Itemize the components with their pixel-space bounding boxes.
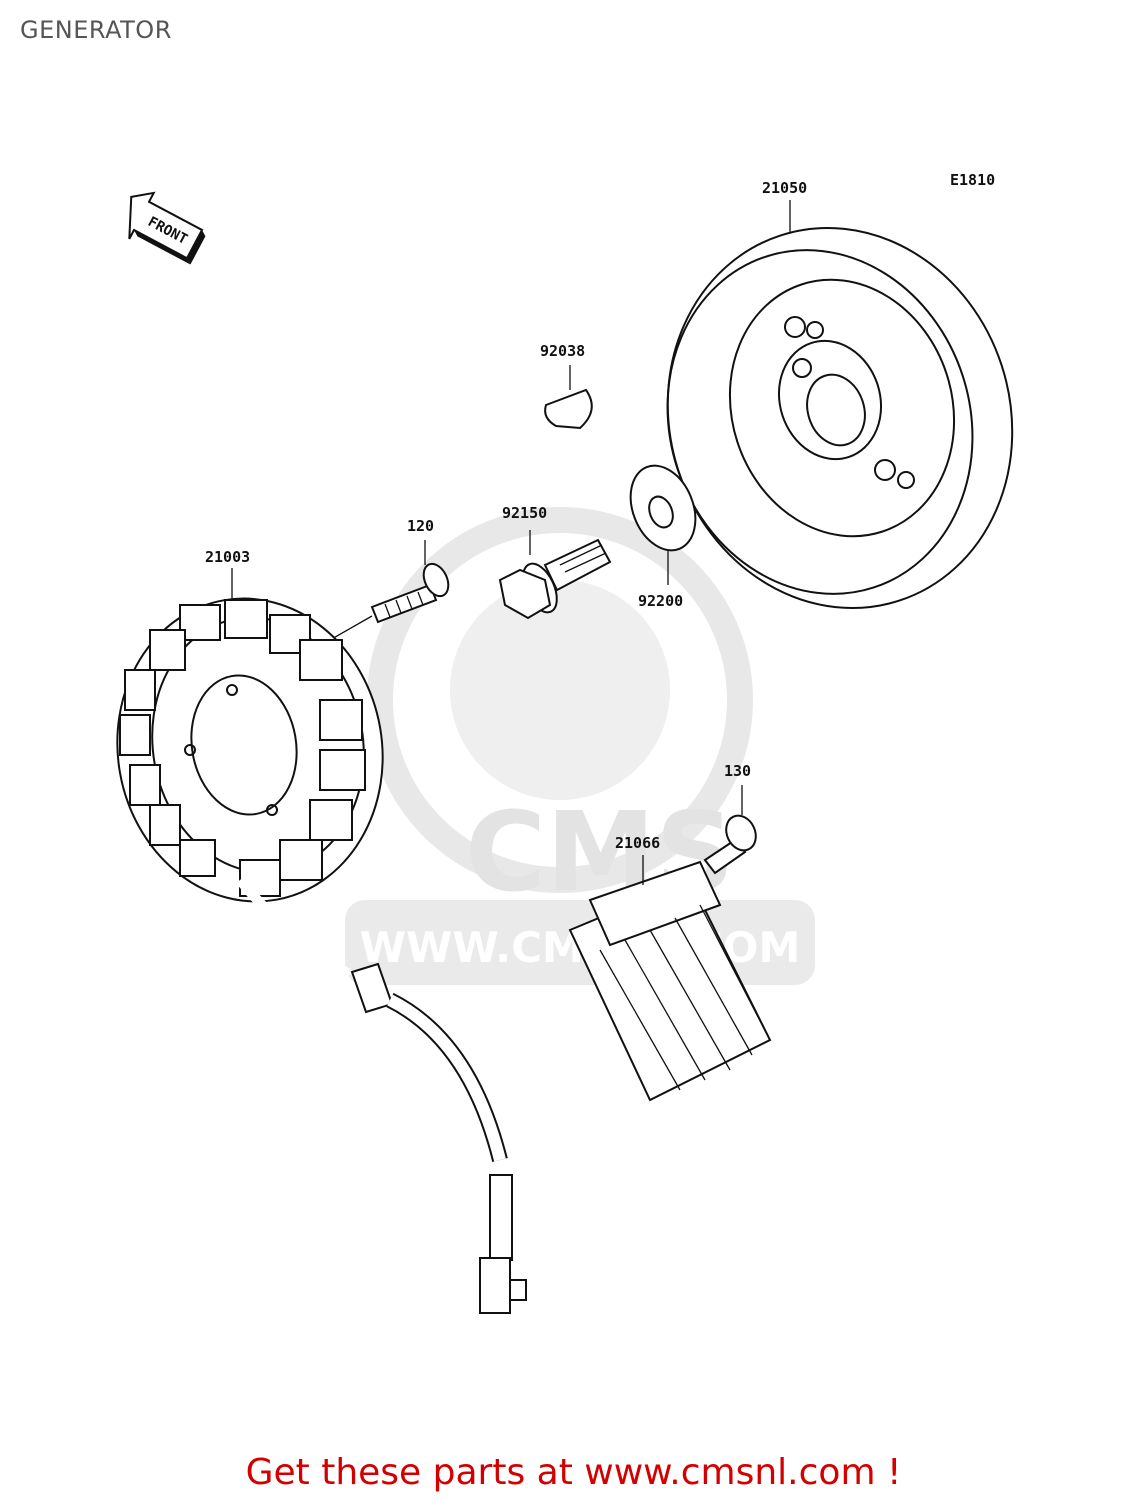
stator-wire-harness bbox=[236, 876, 527, 1314]
part-120-screw bbox=[329, 540, 450, 641]
callout-92150: 92150 bbox=[502, 504, 547, 522]
part-92150-bolt bbox=[498, 530, 612, 620]
reference-code: E1810 bbox=[950, 171, 995, 189]
part-92038-key bbox=[544, 365, 593, 430]
part-92200-washer bbox=[629, 464, 697, 585]
part-21066-regulator bbox=[568, 855, 772, 1102]
callout-130: 130 bbox=[724, 762, 751, 780]
get-parts-link[interactable]: Get these parts at www.cmsnl.com ! bbox=[245, 1452, 902, 1493]
callout-21066: 21066 bbox=[615, 834, 660, 852]
part-130-bolt bbox=[703, 785, 757, 875]
callout-92200: 92200 bbox=[638, 592, 683, 610]
page-title: GENERATOR bbox=[20, 16, 172, 44]
callout-21050: 21050 bbox=[762, 179, 807, 197]
part-21003-stator bbox=[116, 568, 384, 903]
callout-92038: 92038 bbox=[540, 342, 585, 360]
callout-120: 120 bbox=[407, 517, 434, 535]
callout-21003: 21003 bbox=[205, 548, 250, 566]
front-arrow-icon: FRONT bbox=[128, 191, 206, 265]
part-21050-flywheel bbox=[666, 200, 1014, 610]
